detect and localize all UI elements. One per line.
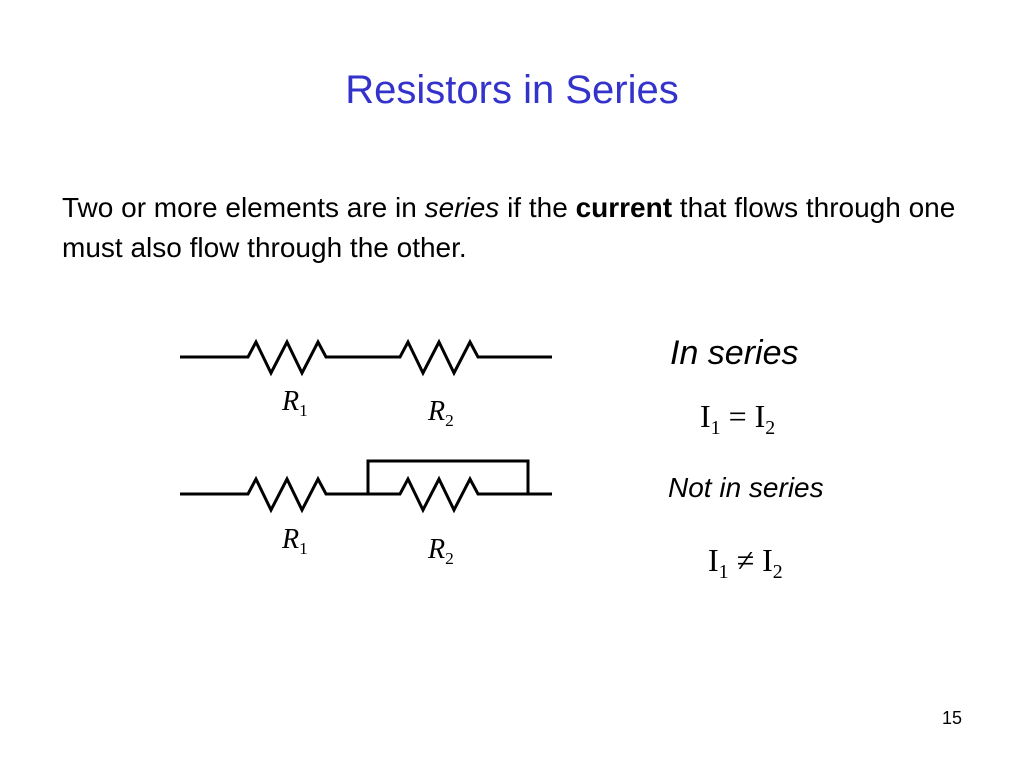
definition-part-3: that flows through one must also flow th… xyxy=(62,192,956,263)
definition-part-1: Two or more elements are in xyxy=(62,192,425,223)
shorted-r1-label: R1 xyxy=(282,524,308,559)
shorted-equation: I1 ≠ I2 xyxy=(708,542,783,583)
series-r1-label: R1 xyxy=(282,386,308,421)
shorted-r2-label: R2 xyxy=(428,534,454,569)
series-circuit-wire xyxy=(180,338,552,377)
shorted-circuit xyxy=(180,459,552,514)
series-equation: I1 = I2 xyxy=(700,398,776,439)
shorted-circuit-wire xyxy=(180,475,552,514)
slide-title: Resistors in Series xyxy=(345,68,679,112)
definition-bold-current: current xyxy=(575,192,673,223)
shorted-caption: Not in series xyxy=(668,472,824,503)
series-r2-label: R2 xyxy=(428,396,454,431)
definition-part-2: if the xyxy=(499,192,576,223)
definition-text: Two or more elements are in series if th… xyxy=(62,188,992,268)
series-circuit xyxy=(180,338,552,377)
series-caption: In series xyxy=(670,334,799,372)
definition-italic-series: series xyxy=(424,192,500,223)
short-circuit-bypass-wire xyxy=(366,459,530,494)
page-number: 15 xyxy=(941,708,962,728)
